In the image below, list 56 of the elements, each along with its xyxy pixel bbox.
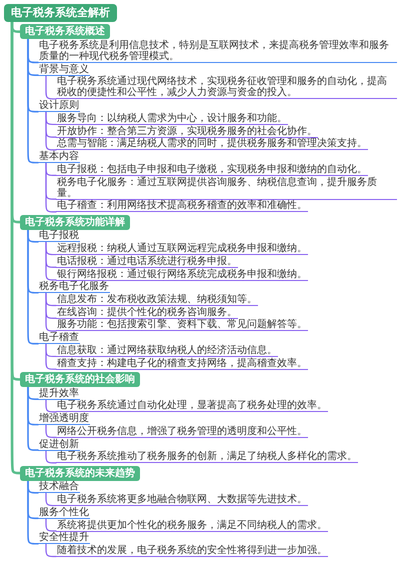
detail-text: 电子稽查：利用网络技术提高税务稽查的效率和准确性。 bbox=[56, 200, 308, 212]
subtopic-text: 促进创新 bbox=[38, 438, 80, 451]
connector-line bbox=[45, 399, 57, 412]
subtopic-text: 税务电子化服务 bbox=[38, 281, 110, 294]
detail-text: 远程报税：纳税人通过互联网远程完成税务申报和缴纳。 bbox=[56, 243, 308, 256]
connector-line bbox=[45, 242, 57, 281]
detail-text: 网络公开税务信息，增强了税务管理的透明度和公平性。 bbox=[56, 426, 308, 438]
connector-line bbox=[27, 386, 39, 451]
connector-line bbox=[45, 544, 57, 558]
detail-text: 稽查支持：构建电子化的稽查支持网络，提高稽查效率。 bbox=[56, 358, 308, 370]
detail-text: 电子税务系统通过现代网络技术，实现税务征收管理和服务的自动化，提高税收的便捷性和公平性，减少人力资源与资金的投入。 bbox=[56, 76, 397, 100]
detail-text: 信息获取：通过网络获取纳税人的经济活动信息。 bbox=[56, 344, 278, 357]
connector-line bbox=[45, 424, 57, 438]
connector-line bbox=[45, 75, 57, 100]
subtopic-text: 提升效率 bbox=[38, 388, 80, 400]
branch-topic-box: 电子税务系统功能详解 bbox=[20, 214, 130, 230]
subtopic-text: 技术融合 bbox=[38, 481, 80, 494]
connector-line bbox=[27, 480, 39, 545]
detail-text: 电子税务系统推动了税务服务的创新，满足了纳税人多样化的需求。 bbox=[56, 451, 358, 464]
connector-line bbox=[27, 38, 39, 164]
connector-line bbox=[45, 292, 57, 332]
connector-line bbox=[45, 112, 57, 150]
detail-text: 服务导向：以纳税人需求为中心，设计服务和功能。 bbox=[56, 112, 288, 125]
subtopic-text: 电子报税 bbox=[38, 230, 80, 242]
connector-line bbox=[45, 162, 57, 212]
subtopic-text: 服务个性化 bbox=[38, 506, 90, 519]
detail-text: 服务功能：包括搜索引擎、资料下载、常见问题解答等。 bbox=[56, 319, 308, 332]
subtopic-text: 设计原则 bbox=[38, 100, 80, 112]
branch-topic-box: 电子税务系统概述 bbox=[20, 24, 110, 40]
detail-text: 信息发布：发布税收政策法规、纳税须知等。 bbox=[56, 294, 258, 306]
subtopic-text: 安全性提升 bbox=[38, 532, 90, 544]
detail-text: 电子税务系统通过自动化处理，显著提高了税务处理的效率。 bbox=[56, 400, 328, 412]
connector-line bbox=[45, 518, 57, 532]
detail-text: 电子税务系统将更多地融合物联网、大数据等先进技术。 bbox=[56, 494, 308, 506]
detail-text: 税务电子化服务：通过互联网提供咨询服务、纳税信息查询，提升服务质量。 bbox=[56, 176, 397, 200]
detail-text: 银行网络报税：通过银行网络系统完成税务申报和缴纳。 bbox=[56, 268, 308, 281]
connector-line bbox=[45, 344, 57, 370]
connector-line bbox=[45, 492, 57, 506]
root-topic-box: 电子税务系统全解析 bbox=[4, 4, 117, 22]
connector-line bbox=[45, 450, 57, 464]
subtopic-text: 基本内容 bbox=[38, 151, 80, 164]
connector-line bbox=[10, 20, 22, 474]
branch-topic-box: 电子税务系统的未来趋势 bbox=[20, 466, 140, 481]
subtopic-text: 电子税务系统是利用信息技术，特别是互联网技术，来提高税务管理效率和服务质量的一种现代税务管理模式。 bbox=[38, 40, 397, 63]
detail-text: 开放协作：整合第三方资源，实现税务服务的社会化协作。 bbox=[56, 126, 318, 138]
subtopic-text: 增强透明度 bbox=[38, 413, 90, 426]
subtopic-text: 电子稽查 bbox=[38, 332, 80, 344]
detail-text: 在线咨询：提供个性化的税务咨询服务。 bbox=[56, 306, 238, 319]
subtopic-text: 背景与意义 bbox=[38, 64, 90, 76]
detail-text: 电话报税：通过电话系统进行税务申报。 bbox=[56, 256, 238, 268]
branch-topic-box: 电子税务系统的社会影响 bbox=[20, 372, 140, 387]
detail-text: 系统将提供更加个性化的税务服务，满足不同纳税人的需求。 bbox=[56, 520, 328, 532]
detail-text: 随着技术的发展，电子税务系统的安全性将得到进一步加强。 bbox=[56, 545, 328, 557]
detail-text: 总需与智能：满足纳税人需求的同时，提供税务服务和管理决策支持。 bbox=[56, 138, 368, 150]
detail-text: 电子报税：包括电子申报和电子缴税，实现税务申报和缴纳的自动化。 bbox=[56, 164, 368, 176]
connector-line bbox=[27, 228, 39, 345]
